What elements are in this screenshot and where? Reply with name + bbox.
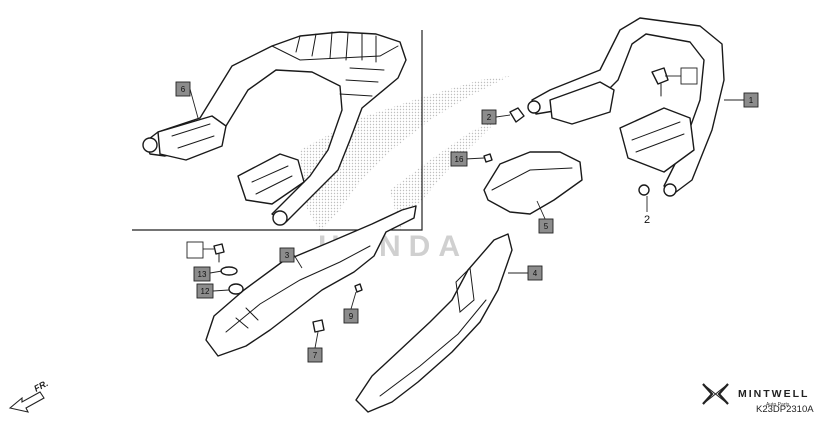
front-direction-arrow: FR.	[8, 378, 50, 413]
svg-text:1: 1	[749, 96, 754, 105]
grab-rail	[527, 17, 725, 197]
svg-text:6: 6	[181, 85, 186, 94]
svg-text:9: 9	[349, 312, 354, 321]
brand-name: MINTWELL	[738, 388, 809, 400]
callout-13: 13	[193, 266, 211, 282]
svg-text:7: 7	[313, 351, 318, 360]
svg-text:16: 16	[455, 155, 464, 164]
svg-text:2: 2	[487, 113, 492, 122]
rear-side-cowl	[355, 233, 513, 413]
label-grommet: 2	[644, 214, 650, 226]
callout-9: 9	[343, 308, 359, 324]
callout-1: 1	[743, 92, 759, 108]
rear-center-cover	[483, 151, 583, 215]
svg-text:3: 3	[285, 251, 290, 260]
brand-sub: Auto Parts	[766, 402, 790, 408]
callout-16: 16	[450, 151, 468, 167]
rear-carrier-rack	[142, 31, 407, 226]
svg-text:FR.: FR.	[32, 378, 49, 394]
rear-fender-bracket	[205, 205, 417, 357]
hardware-parts	[213, 67, 669, 333]
callout-2: 2	[481, 109, 497, 125]
brand-logo: MINTWELL Auto Parts	[702, 383, 809, 408]
svg-text:4: 4	[533, 269, 538, 278]
svg-text:12: 12	[201, 287, 210, 296]
callout-3: 3	[279, 247, 295, 263]
callout-bolt-bracket	[186, 241, 204, 259]
callout-4: 4	[527, 265, 543, 281]
mintwell-icon	[702, 383, 729, 405]
leader-lines	[189, 75, 744, 349]
svg-text:5: 5	[544, 222, 549, 231]
callout-5: 5	[538, 218, 554, 234]
callout-bolt-rail	[680, 67, 698, 85]
section-frame-line	[132, 30, 423, 231]
callout-6: 6	[175, 81, 191, 97]
callout-7: 7	[307, 347, 323, 363]
svg-text:13: 13	[198, 270, 207, 279]
callout-12: 12	[196, 283, 214, 299]
diagram-code: K23DP2310A	[756, 404, 814, 415]
